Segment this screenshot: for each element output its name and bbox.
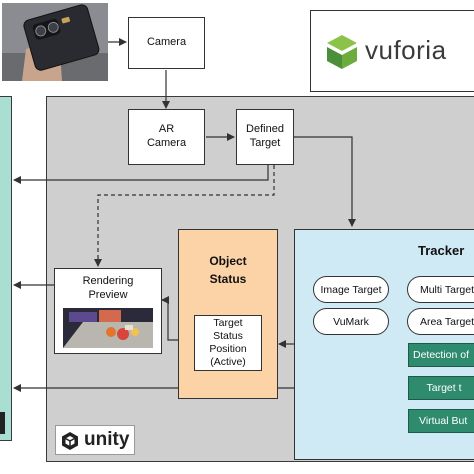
rendering-preview-label: Rendering Preview: [82, 275, 134, 301]
multi-target-pill: Multi Target: [407, 276, 474, 303]
detection-function: Detection of: [408, 343, 474, 367]
image-target-pill: Image Target: [313, 276, 389, 303]
target-status-label: Target Status Position (Active): [209, 316, 247, 369]
unity-logo-icon: [62, 432, 78, 450]
vuforia-logo-text: vuforia: [365, 35, 447, 65]
phone-image: [2, 3, 108, 81]
defined-target-label: Defined Target: [246, 123, 284, 149]
phone-photo: [2, 3, 108, 81]
rendering-preview-image: [63, 307, 153, 348]
tracker-title: Tracker: [418, 243, 465, 258]
virtual-button-function: Virtual But: [408, 409, 474, 433]
vumark-pill: VuMark: [313, 308, 389, 335]
object-status-title: Object Status: [209, 254, 247, 286]
left-panel: [0, 96, 12, 441]
vuforia-logo-box: vuforia: [310, 10, 474, 92]
camera-node: Camera: [128, 17, 205, 69]
unity-logo-box: unity: [55, 425, 135, 455]
target-status-node: Target Status Position (Active): [194, 315, 262, 371]
unity-logo-text: unity: [84, 429, 130, 450]
target-tracking-function: Target t: [408, 376, 474, 400]
left-panel-dark-block: [0, 412, 5, 434]
vuforia-logo-icon: [327, 35, 357, 69]
area-target-pill: Area Target: [407, 308, 474, 335]
defined-target-node: Defined Target: [236, 109, 294, 165]
ar-camera-node: AR Camera: [128, 109, 205, 165]
rendering-preview-node: Rendering Preview: [54, 268, 162, 354]
ar-camera-label: AR Camera: [146, 123, 187, 149]
